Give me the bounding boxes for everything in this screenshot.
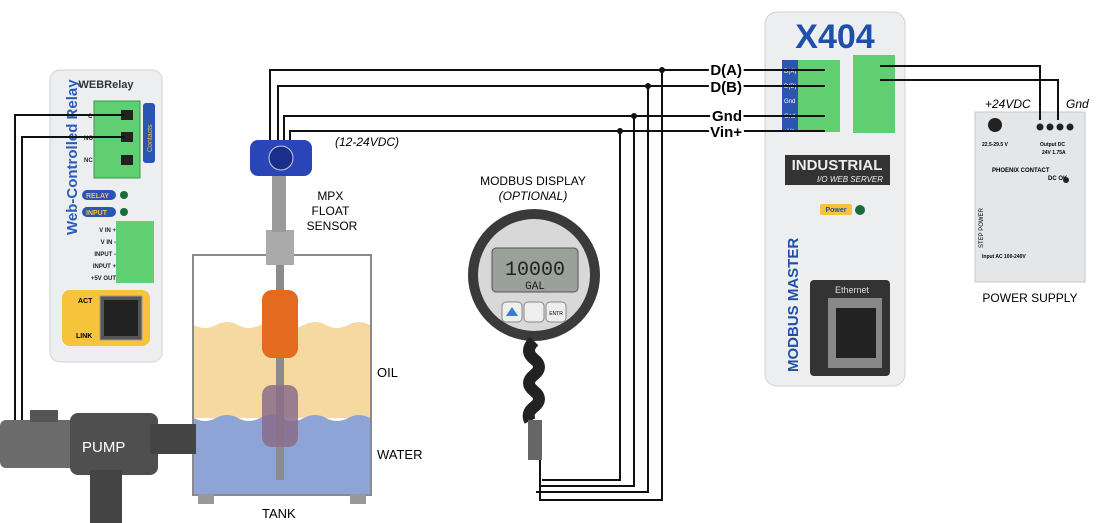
pump-label: PUMP: [82, 439, 125, 456]
psu-plus-label: +24VDC: [985, 97, 1031, 111]
modbus-master-label: MODBUS MASTER: [785, 238, 802, 372]
modbus-display: MODBUS DISPLAY (OPTIONAL) 10000 GAL ENTR: [468, 174, 600, 460]
psu-output: Output DC: [1040, 142, 1065, 148]
enter-button[interactable]: [545, 301, 567, 323]
x404-terminal: D(A): [784, 69, 796, 75]
psu-rating: 24V 1.75A: [1042, 150, 1066, 156]
display-reading: 10000: [505, 259, 565, 282]
relay-side-label: Web-Controlled Relay: [64, 79, 81, 235]
wire-label-db: D(B): [710, 79, 742, 96]
water-label: WATER: [377, 447, 423, 462]
sensor-label: MPX: [317, 189, 343, 203]
tank: OIL WATER TANK: [192, 230, 423, 521]
wire-label-vin: Vin+: [710, 124, 742, 141]
web-relay-device: WEBRelay Web-Controlled Relay Contacts C…: [49, 69, 163, 363]
io-terminal: +5V OUT: [91, 276, 117, 282]
display-subtitle: (OPTIONAL): [499, 189, 568, 203]
power-label: Power: [825, 207, 846, 214]
contacts-label: Contacts: [147, 124, 154, 152]
terminal-c: C: [88, 114, 93, 120]
act-label: ACT: [78, 298, 93, 305]
psu-input: Input AC 100-240V: [982, 254, 1026, 260]
io-terminal: V IN +: [99, 228, 116, 234]
wire-label-gnd: Gnd: [712, 108, 742, 125]
power-supply: 22.5-29.5 V Output DC 24V 1.75A PHOENIX …: [974, 97, 1089, 305]
pump: PUMP: [0, 410, 196, 523]
webrelay-logo: WEBRelay: [78, 79, 134, 91]
sensor-label: SENSOR: [307, 219, 358, 233]
x404-logo: X404: [795, 18, 874, 56]
psu-gnd-label: Gnd: [1066, 97, 1089, 111]
sensor-label: FLOAT: [312, 204, 350, 218]
wire-label-da: D(A): [710, 62, 742, 79]
psu-dcok: DC OK: [1048, 176, 1068, 182]
x404-terminal: Gnd: [784, 99, 795, 105]
psu-step: STEP POWER: [979, 207, 985, 248]
sensor-voltage: (12-24VDC): [335, 135, 399, 149]
psu-range: 22.5-29.5 V: [982, 142, 1009, 148]
io-terminal: V IN -: [101, 240, 116, 246]
industrial-subtitle: I/O WEB SERVER: [817, 175, 883, 184]
down-button[interactable]: [523, 301, 545, 323]
wires: [14, 65, 1059, 501]
terminal-nc: NC: [84, 158, 93, 164]
industrial-label: INDUSTRIAL: [792, 157, 883, 174]
enter-label: ENTR: [549, 311, 563, 317]
up-arrow-icon: [506, 307, 518, 316]
float-sensor-head: MPX FLOAT SENSOR (12-24VDC): [250, 135, 399, 233]
terminal-no: NO: [84, 136, 93, 142]
x404-device: X404 D(A) D(B) Gnd Gnd +Vo INDUSTRIAL I/…: [764, 11, 906, 387]
svg-text:MPX FLOAT SENSOR: MPX FLOAT SENSOR: [307, 189, 358, 233]
display-unit: GAL: [525, 281, 545, 293]
link-label: LINK: [76, 333, 92, 340]
ethernet-label: Ethernet: [835, 285, 870, 295]
io-terminal: INPUT +: [93, 264, 117, 270]
relay-led-label: RELAY: [86, 193, 109, 200]
display-title: MODBUS DISPLAY: [480, 174, 586, 188]
psu-brand: PHOENIX CONTACT: [992, 168, 1050, 174]
io-terminal: INPUT -: [94, 252, 116, 258]
tank-label: TANK: [262, 506, 296, 521]
input-led-label: INPUT: [86, 210, 108, 217]
psu-label: POWER SUPPLY: [982, 291, 1077, 305]
oil-label: OIL: [377, 365, 398, 380]
